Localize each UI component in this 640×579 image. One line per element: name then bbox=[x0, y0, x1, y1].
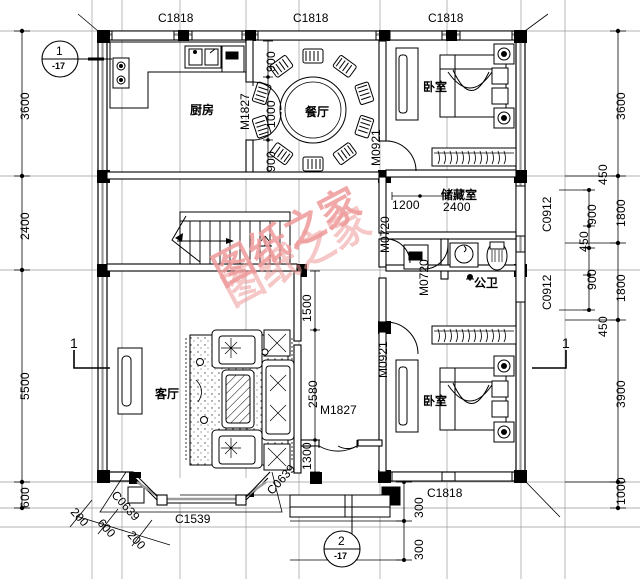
window-label-c0912-lower: C0912 bbox=[540, 274, 554, 310]
dimension-storage-1200: 1200 bbox=[392, 198, 420, 212]
dimension-right-900-a: 900 bbox=[585, 204, 599, 225]
room-label-bedroom-1: 卧室 bbox=[423, 80, 448, 94]
section-marker-2-sub: -17 bbox=[334, 551, 348, 561]
section-marker-2-number: 2 bbox=[338, 534, 345, 548]
dimension-chain-right-outer bbox=[565, 28, 626, 511]
window-label-c1818-top-right: C1818 bbox=[428, 11, 464, 25]
dimension-right-3900: 3900 bbox=[614, 380, 628, 408]
dining-set bbox=[251, 48, 375, 172]
window-openings-top bbox=[111, 30, 513, 41]
right-lower-detail bbox=[77, 13, 561, 518]
kitchen-fixtures bbox=[109, 41, 247, 109]
dimension-right-450-mid: 450 bbox=[577, 231, 591, 252]
dimension-left-5500: 5500 bbox=[18, 372, 32, 400]
bedroom2-furniture bbox=[395, 325, 517, 443]
door-label-m0720-storage: M0720 bbox=[378, 216, 392, 253]
room-label-kitchen: 厨房 bbox=[190, 103, 215, 117]
door-label-m0720-bath: M0720 bbox=[417, 259, 431, 296]
dimension-storage-2400: 2400 bbox=[443, 200, 471, 214]
section-marker-1-number: 1 bbox=[56, 44, 63, 58]
dimension-right-1000: 1000 bbox=[614, 477, 628, 505]
dimension-right-450-a: 450 bbox=[596, 164, 610, 185]
door-label-m1827-living: M1827 bbox=[320, 403, 357, 417]
dimension-living-1500: 1500 bbox=[300, 294, 314, 322]
window-label-c1818-bottom: C1818 bbox=[427, 486, 463, 500]
room-label-bedroom-2: 卧室 bbox=[423, 394, 448, 408]
section-marker-1-sub: -17 bbox=[52, 61, 66, 71]
dimension-living-2580: 2580 bbox=[306, 380, 320, 408]
dimension-chain-right-inner bbox=[559, 187, 595, 312]
dining-dimension-ticks bbox=[263, 40, 273, 173]
section-cut-label-right: 1 bbox=[562, 335, 571, 351]
window-label-c1818-top-left: C1818 bbox=[158, 11, 194, 25]
dimension-dining-900-bot: 900 bbox=[264, 151, 278, 172]
living-room-furniture bbox=[117, 329, 295, 471]
dimension-dining-1000: 1000 bbox=[264, 100, 278, 128]
staircase bbox=[171, 211, 291, 265]
section-cut-marks bbox=[73, 350, 567, 369]
window-label-c1539: C1539 bbox=[175, 512, 211, 526]
door-label-m1827-kitchen: M1827 bbox=[238, 93, 252, 130]
interior-dimension-guides bbox=[310, 192, 449, 473]
dimension-right-3600: 3600 bbox=[614, 92, 628, 120]
window-label-c0912-upper: C0912 bbox=[540, 196, 554, 232]
dimension-dining-900-top: 900 bbox=[264, 51, 278, 72]
door-label-m0921-corridor: M0921 bbox=[376, 341, 390, 378]
bedroom1-furniture bbox=[395, 43, 517, 167]
window-openings-bottom bbox=[391, 471, 513, 482]
bay-dimension-ticks bbox=[69, 499, 171, 547]
dimension-bottom-300-a: 300 bbox=[412, 497, 426, 518]
door-swings bbox=[252, 81, 449, 452]
entry-porch bbox=[180, 494, 391, 540]
room-label-living: 客厅 bbox=[155, 387, 180, 401]
dimension-right-450-b: 450 bbox=[596, 316, 610, 337]
bathroom-fixtures bbox=[403, 241, 508, 281]
dimension-bottom-300-b: 300 bbox=[412, 539, 426, 560]
door-label-m0921-bedroom1: M0921 bbox=[369, 129, 383, 166]
room-label-storage: 储藏室 bbox=[441, 188, 478, 202]
dimension-left-2400: 2400 bbox=[18, 212, 32, 240]
dimension-right-900-b: 900 bbox=[585, 269, 599, 290]
section-marker-circles bbox=[41, 40, 361, 568]
window-label-c1818-top-center: C1818 bbox=[293, 11, 329, 25]
dimension-chain-left bbox=[14, 28, 30, 511]
bay-window bbox=[99, 471, 283, 513]
structural-columns bbox=[97, 30, 527, 506]
dimension-left-600: 600 bbox=[18, 487, 32, 508]
window-openings-right bbox=[515, 185, 526, 303]
room-label-bathroom: 公卫 bbox=[474, 276, 499, 290]
dimension-right-1800-a: 1800 bbox=[614, 199, 628, 227]
dimension-left-3600: 3600 bbox=[18, 92, 32, 120]
dimension-right-1800-b: 1800 bbox=[614, 274, 628, 302]
section-cut-label-left: 1 bbox=[70, 335, 79, 351]
room-label-dining: 餐厅 bbox=[305, 105, 330, 119]
dimension-living-1300: 1300 bbox=[300, 442, 314, 470]
interior-walls bbox=[106, 39, 517, 474]
